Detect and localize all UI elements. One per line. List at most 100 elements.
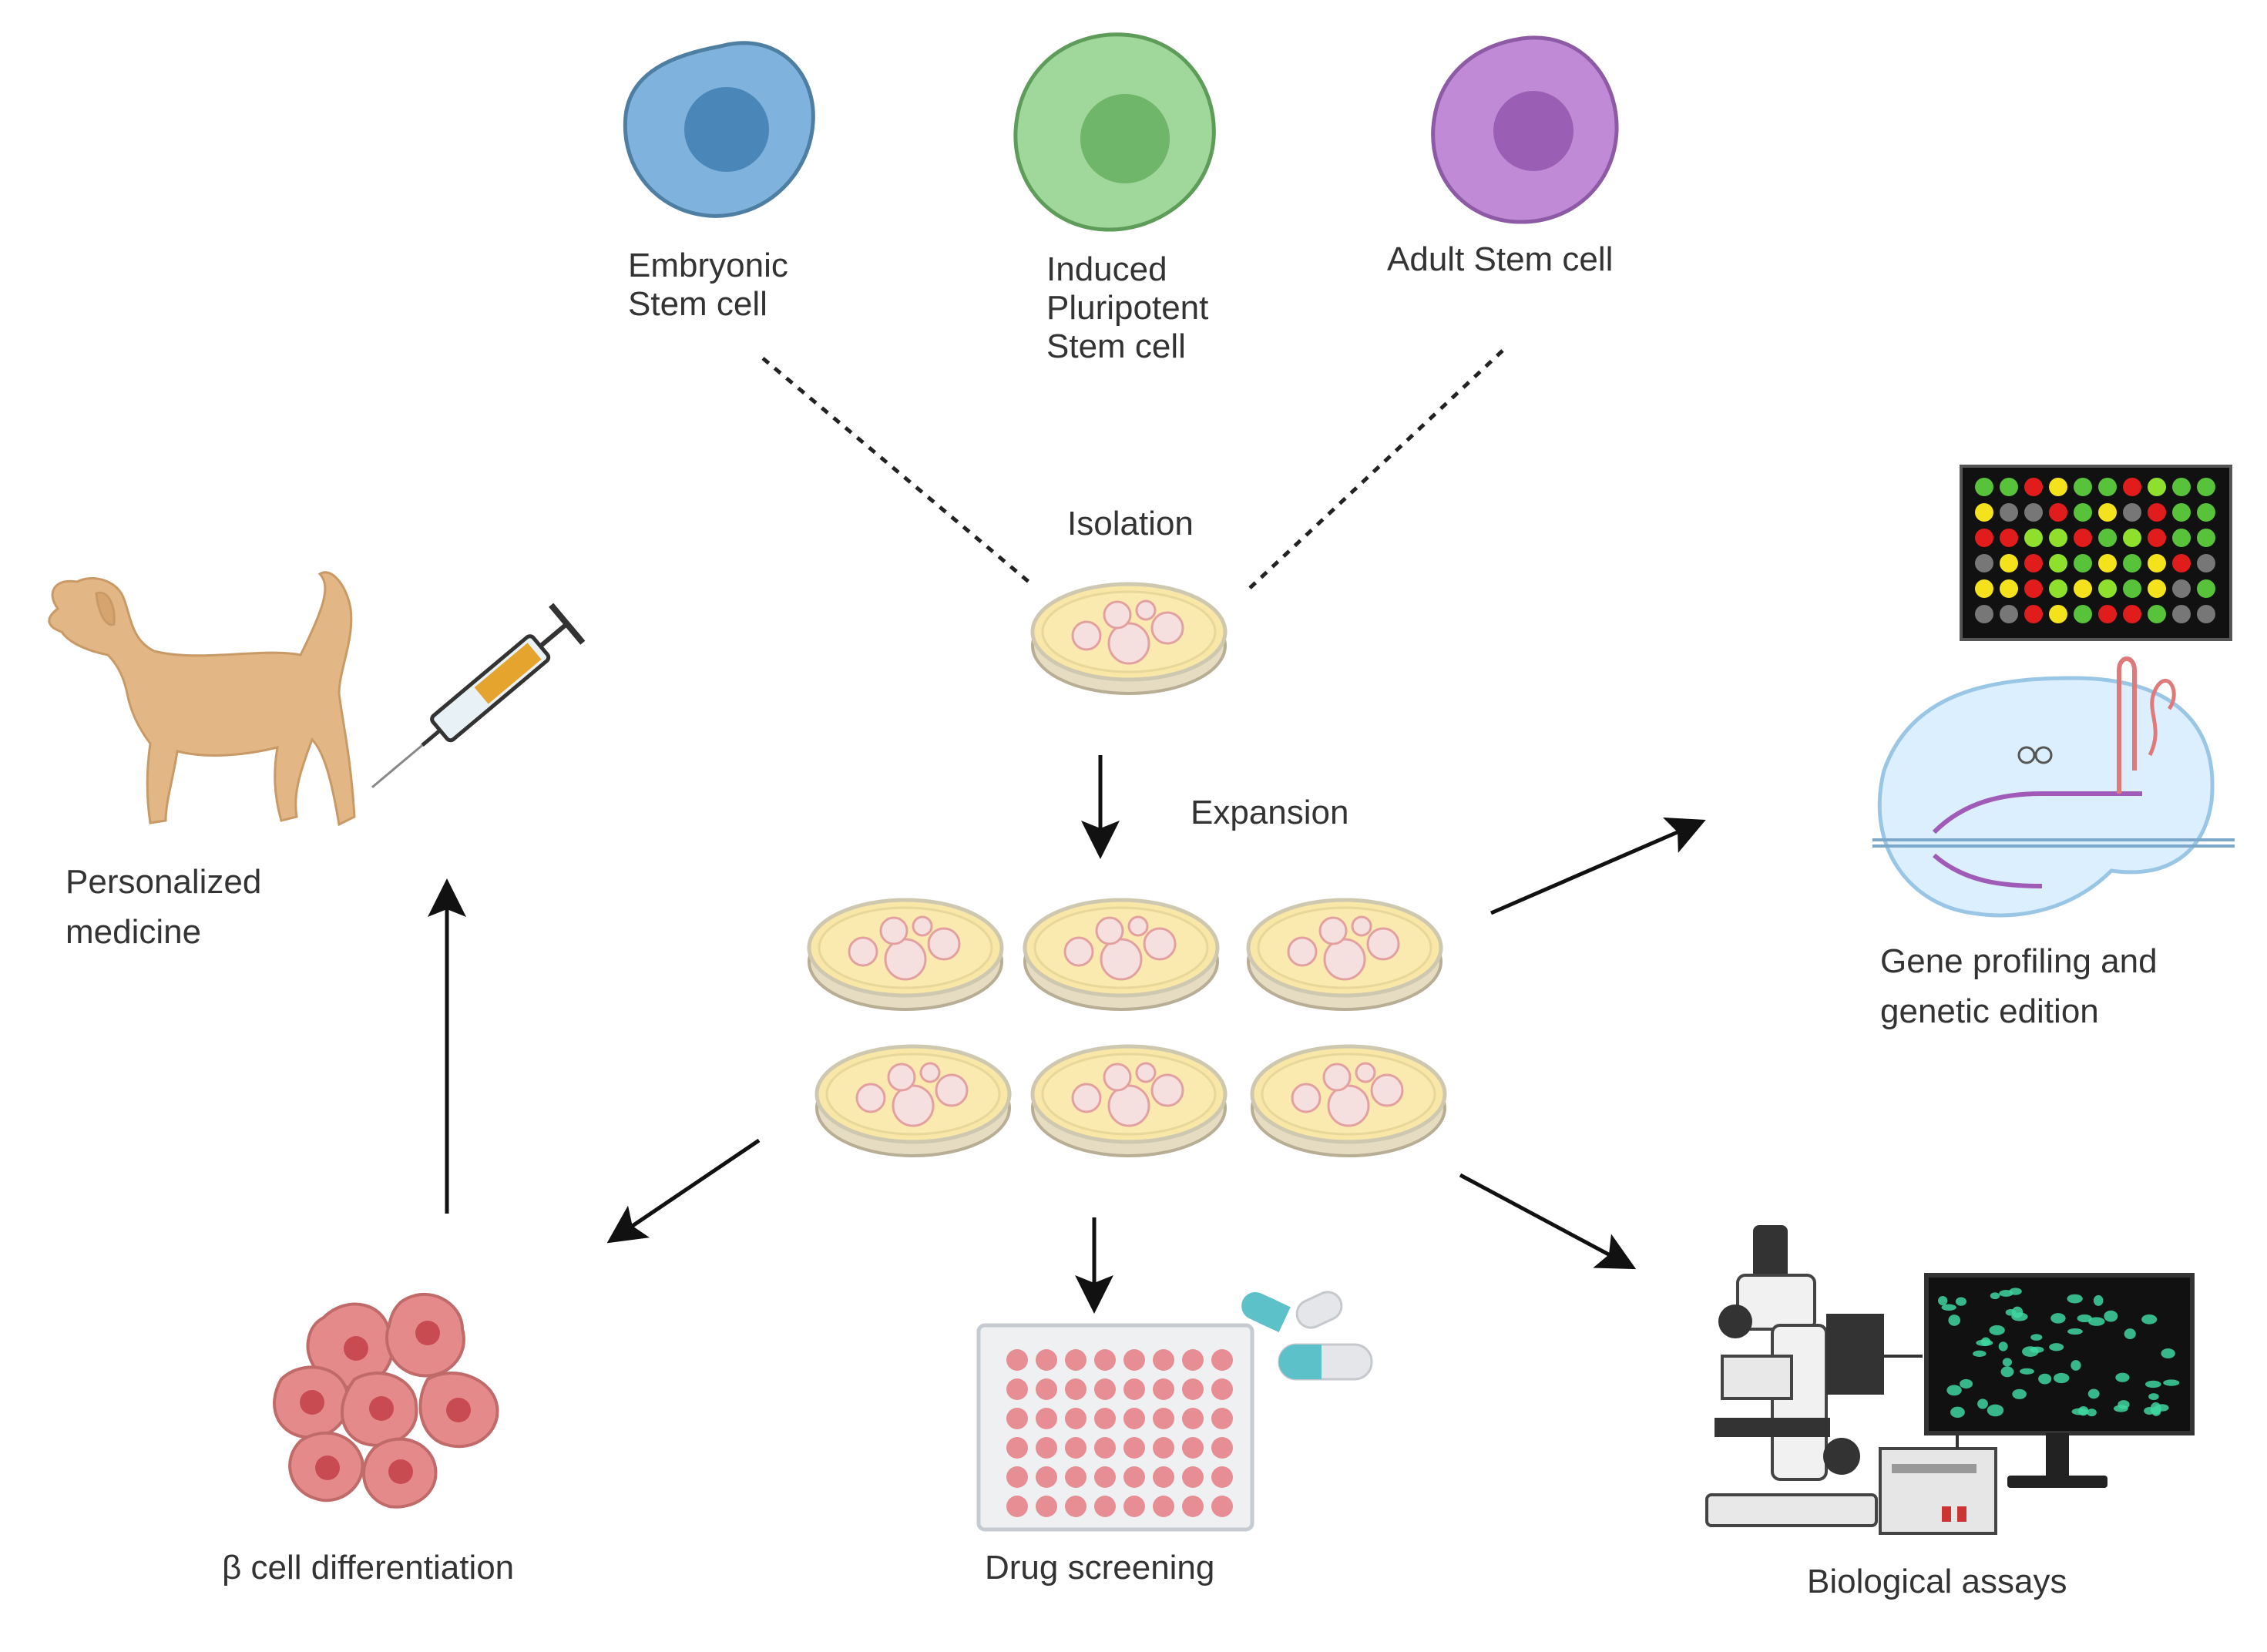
microarray-spot <box>2000 605 2018 623</box>
fluorescent-cell <box>2163 1379 2180 1386</box>
plate-well <box>1094 1496 1116 1517</box>
crispr-icon <box>1872 656 2235 918</box>
expansion-dishes <box>809 900 1445 1156</box>
arrow-to-beta <box>606 1138 761 1244</box>
fluorescent-cell <box>2030 1346 2044 1353</box>
plate-well <box>1211 1378 1233 1400</box>
fluorescent-cell <box>2161 1348 2175 1359</box>
adult-stem-cell-icon <box>1431 35 1619 224</box>
plate-well <box>1153 1378 1174 1400</box>
microarray-spot <box>2123 478 2141 496</box>
plate-well <box>1094 1349 1116 1371</box>
plate-well <box>1123 1496 1145 1517</box>
plate-well <box>1123 1378 1145 1400</box>
fluorescent-cell <box>2087 1388 2100 1399</box>
microarray-spot <box>2049 579 2067 598</box>
fluorescent-cell <box>2002 1358 2013 1367</box>
plate-well <box>1211 1408 1233 1429</box>
microarray-spot <box>2049 503 2067 522</box>
fluorescent-cell <box>1950 1406 1965 1419</box>
fluorescent-cell <box>1938 1296 1948 1306</box>
fluorescent-cell <box>2011 1306 2024 1318</box>
fluorescent-cell <box>1998 1341 2008 1351</box>
plate-well <box>1006 1437 1028 1459</box>
fluorescent-cell <box>2030 1334 2043 1341</box>
fluorescent-cell <box>2104 1310 2118 1322</box>
microarray-spot <box>2197 529 2215 547</box>
arrow-to-assays <box>1459 1173 1637 1270</box>
capsule-icon <box>1241 1291 1373 1381</box>
fluorescent-cell <box>2038 1373 2052 1385</box>
plate-well <box>1094 1437 1116 1459</box>
ipsc-label-2: Pluripotent <box>1046 289 1209 327</box>
plate-well <box>1211 1496 1233 1517</box>
microarray-spot <box>2148 579 2166 598</box>
plate-well <box>1182 1437 1204 1459</box>
arrow-to-gene <box>1490 817 1706 915</box>
fluorescent-cell <box>2000 1366 2014 1378</box>
microarray-icon <box>1960 465 2232 641</box>
beta-label: β cell differentiation <box>222 1549 515 1587</box>
plate-well <box>1153 1437 1174 1459</box>
microarray-spot <box>2074 579 2092 598</box>
microarray-spot <box>2172 478 2191 496</box>
microarray-spot <box>2000 503 2018 522</box>
fluorescent-cell <box>1977 1398 1988 1409</box>
microarray-spot <box>2024 503 2043 522</box>
microarray-spot <box>2172 579 2191 598</box>
adult-label: Adult Stem cell <box>1387 240 1614 278</box>
plate-well <box>1006 1378 1028 1400</box>
plate-well <box>1036 1378 1057 1400</box>
microarray-spot <box>2049 605 2067 623</box>
isolation-label: Isolation <box>1067 505 1194 542</box>
fluorescent-cell <box>2078 1405 2089 1416</box>
microarray-spot <box>2148 478 2166 496</box>
plate-well <box>1123 1408 1145 1429</box>
personalized-label-1: Personalized <box>65 863 262 901</box>
plate-well <box>1036 1349 1057 1371</box>
microarray-spot <box>2172 503 2191 522</box>
microarray-spot <box>2000 478 2018 496</box>
plate-well <box>1094 1408 1116 1429</box>
plate-well <box>1211 1466 1233 1488</box>
microarray-spot <box>2197 605 2215 623</box>
plate-well <box>1065 1437 1086 1459</box>
personalized-label-2: medicine <box>65 913 202 951</box>
microarray-spot <box>2000 529 2018 547</box>
plate-well <box>1182 1349 1204 1371</box>
controller-icon <box>1879 1447 1997 1535</box>
microarray-spot <box>2000 579 2018 598</box>
fluorescent-cell <box>2141 1314 2158 1325</box>
microarray-spot <box>2197 579 2215 598</box>
fluorescent-cell <box>1976 1339 1993 1347</box>
plate-well <box>1094 1378 1116 1400</box>
microarray-spot <box>2049 529 2067 547</box>
fluorescent-cell <box>1941 1304 1956 1311</box>
microscope-icon <box>1705 1225 1884 1527</box>
fluorescent-cell <box>1955 1297 1966 1306</box>
plate-well <box>1123 1466 1145 1488</box>
plate-well <box>1036 1466 1057 1488</box>
microarray-spot <box>2074 605 2092 623</box>
microarray-spot <box>2098 554 2117 572</box>
fluorescent-cell <box>2071 1360 2081 1371</box>
microarray-spot <box>2024 605 2043 623</box>
microarray-spot <box>2123 605 2141 623</box>
plate-well <box>1123 1349 1145 1371</box>
plate-well <box>1065 1378 1086 1400</box>
plate-well <box>1006 1466 1028 1488</box>
fluorescent-cell <box>2148 1393 2159 1400</box>
microarray-spot <box>2123 529 2141 547</box>
gene-label-2: genetic edition <box>1880 992 2099 1030</box>
plate-well <box>1036 1437 1057 1459</box>
plate-well <box>1182 1378 1204 1400</box>
fluorescent-cell <box>2118 1400 2130 1409</box>
microarray-spot <box>2049 478 2067 496</box>
beta-cell-cluster-icon <box>273 1293 499 1509</box>
microarray-spot <box>2148 503 2166 522</box>
gene-label-1: Gene profiling and <box>1880 942 2158 980</box>
embryonic-label-2: Stem cell <box>628 285 767 323</box>
ipsc-icon <box>1013 32 1216 232</box>
plate-well <box>1153 1408 1174 1429</box>
